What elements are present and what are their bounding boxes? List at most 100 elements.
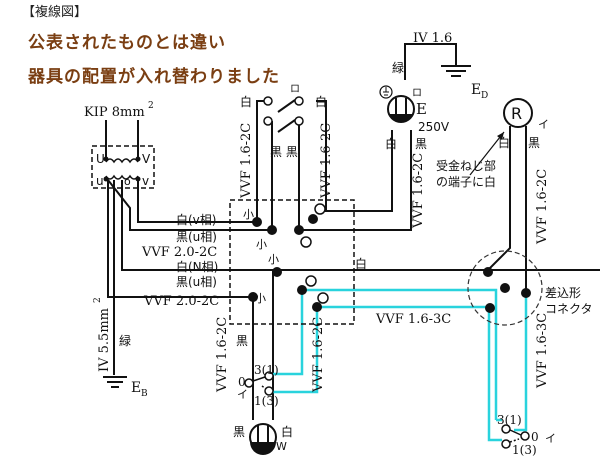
- transformer-box: [91, 145, 155, 189]
- three-way-contact: [520, 431, 530, 441]
- label-ground-b-cable: IV 5.5mm: [97, 308, 112, 372]
- label-sw-black: 黒: [236, 334, 248, 348]
- switch-contact: [294, 96, 304, 106]
- label-white-v: 白(v相): [176, 212, 216, 227]
- source-cable-sup: 2: [148, 101, 154, 111]
- terminal-U: U: [96, 152, 105, 166]
- label-ground-b-color: 緑: [119, 333, 131, 348]
- label-switch-ro: ロ: [290, 84, 300, 95]
- label-lamp-black: 黒: [233, 425, 245, 439]
- annotation-arrow: [469, 131, 505, 176]
- label-black-u1: 黒(u相): [176, 230, 217, 244]
- label-outlet-voltage: 250V: [418, 120, 450, 134]
- traveler-wires: [273, 288, 528, 442]
- label-cable-2c-1: VVF 2.0-2C: [141, 245, 217, 260]
- connection-points: [248, 214, 531, 313]
- label-switch-white-right: 白: [315, 94, 327, 109]
- three-way-contact: [501, 424, 511, 434]
- sleeve-dot: [294, 225, 304, 235]
- label-cable-16-2c-b: VVF 1.6-2C: [319, 123, 334, 199]
- label-connector-1: 差込形: [545, 286, 581, 300]
- label-black-black: 黒 黒: [270, 145, 298, 159]
- label-cable-16-3c-a: VVF 1.6-3C: [375, 312, 451, 327]
- sleeve-dot: [272, 267, 282, 277]
- three-way-contact: [264, 386, 274, 396]
- junction-box: [229, 199, 355, 325]
- label-small: 小: [255, 292, 266, 305]
- switch-contact: [263, 116, 273, 126]
- sleeve-dot: [308, 214, 318, 224]
- connector-dot: [500, 283, 510, 293]
- label-switch-white-left: 白: [240, 94, 252, 109]
- label-sw2-a: 3(1): [497, 413, 522, 427]
- wire-black-u1: [107, 179, 272, 231]
- label-cable-16-2c-f: VVF 1.6-2C: [311, 317, 326, 393]
- push-in-connector-outline: [467, 250, 543, 326]
- sleeve-dot: [312, 302, 322, 312]
- three-way-contact: [244, 378, 254, 388]
- sleeve-dot: [267, 225, 277, 235]
- label-sw1-a: 3(1): [254, 363, 279, 377]
- label-small: 小: [256, 238, 267, 251]
- label-cable-16-2c-d: VVF 1.6-2C: [535, 169, 550, 245]
- transformer: [91, 120, 155, 189]
- receptacle-label: R: [511, 104, 522, 123]
- label-ground-b-sup: 2: [93, 297, 103, 303]
- label-white-n: 白(N相): [176, 259, 218, 274]
- label-ground-d: E: [471, 82, 481, 98]
- label-small: 小: [243, 208, 254, 221]
- terminal-u: u: [96, 174, 104, 188]
- terminal-o: o: [124, 175, 131, 188]
- sleeve-dot: [252, 217, 262, 227]
- arrow-head: [497, 132, 504, 140]
- label-sw1-zero: 0: [238, 375, 246, 389]
- label-lamp-white: 白: [281, 424, 293, 439]
- ring-sleeve-mark: [300, 236, 312, 248]
- label-sw2-i: イ: [545, 432, 556, 445]
- ring-sleeve-mark: [305, 275, 317, 287]
- label-sw2-zero: 0: [531, 430, 539, 444]
- label-sw2-b: 1(3): [512, 443, 537, 457]
- switch-contact: [294, 116, 304, 126]
- label-white-main: 白: [355, 256, 367, 271]
- label-ground-b-sub: B: [141, 389, 148, 399]
- label-r-white: 白: [498, 135, 510, 150]
- label-outlet-ro: ロ: [412, 88, 422, 99]
- label-outlet-e: E: [416, 100, 427, 118]
- note-socket-1: 受金ねじ部: [436, 158, 496, 173]
- wire-white-n: [121, 180, 600, 271]
- label-ground-d-cable: IV 1.6: [413, 31, 452, 46]
- source-cable-label: KIP 8mm: [84, 105, 145, 120]
- receptacle-icon: [503, 98, 533, 128]
- label-cable-16-2c-c: VVF 1.6-2C: [411, 153, 426, 229]
- connector-dot: [483, 267, 493, 277]
- outlet-250v: [387, 95, 415, 123]
- terminal-dot: [135, 156, 141, 162]
- label-small: 小: [268, 253, 279, 266]
- label-outlet-white: 白: [385, 136, 397, 151]
- label-lamp-w: W: [276, 440, 287, 453]
- note-line-1: 公表されたものとは違い: [28, 33, 226, 53]
- wire-white-v: [137, 179, 257, 223]
- lamp-fixture: [249, 423, 277, 455]
- connector-dot: [485, 303, 495, 313]
- note-line-2: 器具の配置が入れ替わりました: [28, 67, 280, 87]
- label-ground-b: E: [131, 380, 141, 396]
- label-cable-2c-2: VVF 2.0-2C: [143, 294, 219, 309]
- label-cable-16-3c-b: VVF 1.6-3C: [535, 313, 550, 389]
- terminal-dot: [103, 156, 109, 162]
- sleeve-dot: [297, 285, 307, 295]
- label-receptacle-i: イ: [538, 118, 549, 131]
- ring-sleeve-mark: [317, 292, 329, 304]
- note-socket-2: の端子に白: [436, 174, 496, 189]
- terminal-V: V: [142, 152, 151, 166]
- sleeve-dot: [248, 292, 258, 302]
- terminal-v: v: [142, 174, 149, 188]
- label-cable-16-2c-a: VVF 1.6-2C: [239, 123, 254, 199]
- switch-contact: [263, 96, 273, 106]
- connector-dot: [521, 288, 531, 298]
- three-way-lever: [252, 376, 266, 382]
- label-cable-16-2c-e: VVF 1.6-2C: [215, 317, 230, 393]
- label-connector-2: コネクタ: [545, 302, 593, 316]
